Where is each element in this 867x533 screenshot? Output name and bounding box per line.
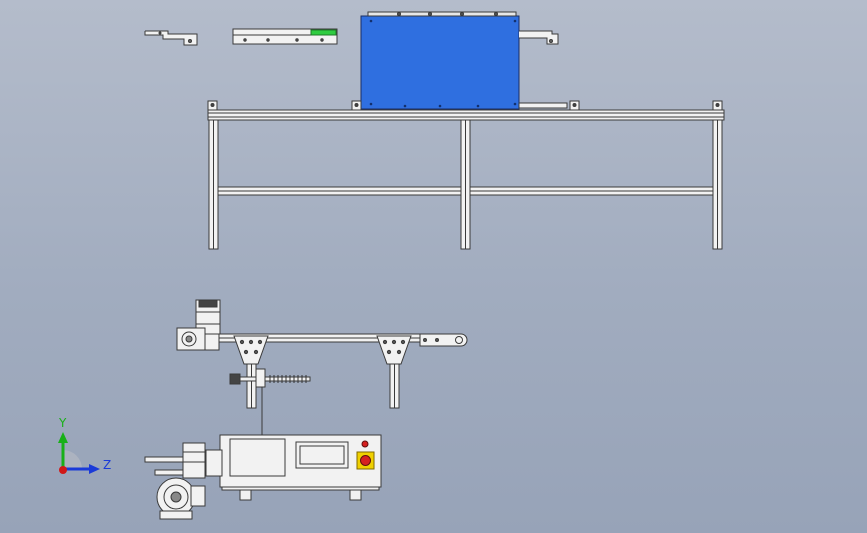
drive-motor-assembly[interactable] [176, 299, 221, 351]
y-axis-label: Y [58, 416, 67, 430]
triad-quadrant [63, 450, 82, 469]
small-bracket-part[interactable] [144, 30, 198, 46]
axis-triad: Y Z [58, 416, 111, 474]
blue-enclosure[interactable] [360, 11, 520, 110]
z-axis-label: Z [103, 458, 111, 472]
control-box[interactable] [219, 434, 382, 501]
conveyor-support-right[interactable] [376, 335, 412, 409]
side-bracket-part[interactable] [518, 30, 568, 109]
adjustment-screw[interactable] [229, 368, 311, 435]
long-plate-part[interactable] [232, 28, 338, 45]
x-axis-dot [59, 466, 67, 474]
aluminum-frame-table[interactable] [207, 100, 725, 250]
green-indicator [310, 29, 337, 36]
access-panel [229, 438, 286, 477]
lower-motor-assembly[interactable] [144, 442, 223, 520]
power-indicator [361, 440, 369, 448]
